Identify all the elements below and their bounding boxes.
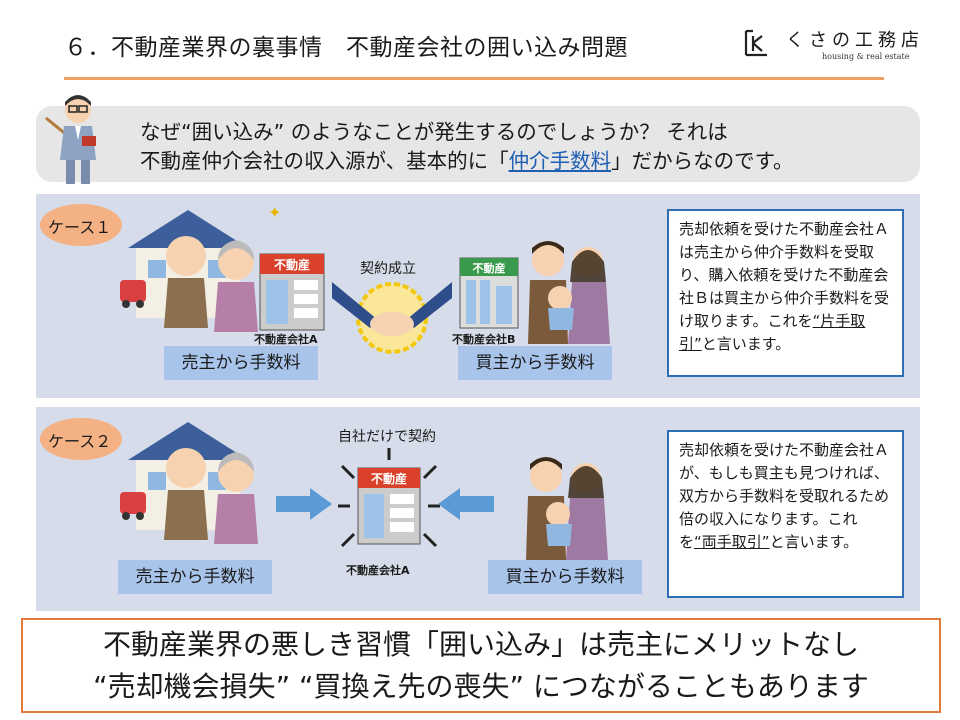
case2-seller-fee: 売主から手数料 xyxy=(118,560,272,594)
case2-seller-house-couple-icon xyxy=(120,422,258,544)
case2-shop-sign: 不動産 xyxy=(371,471,407,486)
case2-desc-term: “両手取引” xyxy=(694,533,770,551)
case2-desc-main: 売却依頼を受けた不動産会社Ａが、もしも買主も見つければ、双方から手数料を受取れる… xyxy=(679,441,890,551)
case2-description: 売却依頼を受けた不動産会社Ａが、もしも買主も見つければ、双方から手数料を受取れる… xyxy=(667,430,904,598)
buyer-family-icon xyxy=(528,241,610,344)
intro-line-1: なぜ“囲い込み” のようなことが発生するのでしょうか？ それは xyxy=(140,120,728,144)
svg-text:✦: ✦ xyxy=(268,208,281,222)
intro-line-2-start: 不動産仲介会社の収入源が、基本的に「 xyxy=(140,149,509,173)
company-logo: くさの工務店 housing & real estate xyxy=(738,24,938,68)
logo-mark-icon xyxy=(744,29,767,57)
case1-contract-label: 契約成立 xyxy=(360,261,416,277)
logo-subtitle: housing & real estate xyxy=(822,52,910,61)
seller-house-couple-icon: ✦ xyxy=(120,208,281,332)
case2-buyer-family-icon xyxy=(526,457,608,560)
intro-line-2: 不動産仲介会社の収入源が、基本的に「仲介手数料」だからなのです。 xyxy=(140,147,794,176)
case2-label: ケース２ xyxy=(40,418,122,460)
conclusion-box: 不動産業界の悪しき習慣「囲い込み」は売主にメリットなし “売却機会損失” “買換… xyxy=(21,618,941,713)
shop-a-sign: 不動産 xyxy=(274,257,310,272)
case1-company-b-label: 不動産会社B xyxy=(452,333,516,346)
handshake-icon xyxy=(332,282,452,354)
case1-desc-term: “片手取引” xyxy=(679,312,866,353)
page-title: ６．不動産業界の裏事情 不動産会社の囲い込み問題 xyxy=(64,35,628,61)
intro-text: なぜ“囲い込み” のようなことが発生するのでしょうか？ それは 不動産仲介会社の… xyxy=(140,118,794,176)
case1-company-a-label: 不動産会社A xyxy=(254,333,318,346)
conclusion-line-1: 不動産業界の悪しき習慣「囲い込み」は売主にメリットなし xyxy=(102,628,859,661)
case1-buyer-fee: 買主から手数料 xyxy=(458,346,612,380)
case1-desc-main: 売却依頼を受けた不動産会社Ａは売主から仲介手数料を受取り、購入依頼を受けた不動産… xyxy=(679,220,890,330)
case1-seller-fee: 売主から手数料 xyxy=(164,346,318,380)
teacher-illustration-icon xyxy=(45,95,96,184)
title-divider xyxy=(64,77,884,80)
case2-desc-end: と言います。 xyxy=(769,533,859,551)
arrow-right-icon xyxy=(276,488,332,520)
case1-label: ケース１ xyxy=(40,204,122,246)
brokerage-fee-link[interactable]: 仲介手数料 xyxy=(508,149,612,173)
intro-bubble xyxy=(36,106,920,182)
shop-b-sign: 不動産 xyxy=(473,261,506,275)
arrow-left-icon xyxy=(438,488,494,520)
intro-line-2-end: 」だからなのです。 xyxy=(611,149,794,173)
case2-contract-label: 自社だけで契約 xyxy=(338,429,436,445)
case1-desc-end: と言います。 xyxy=(701,335,791,353)
case1-description: 売却依頼を受けた不動産会社Ａは売主から仲介手数料を受取り、購入依頼を受けた不動産… xyxy=(667,209,904,377)
case2-shop-building-icon: 不動産 xyxy=(338,448,440,548)
shop-b-building-icon: 不動産 xyxy=(459,257,519,329)
case2-buyer-fee: 買主から手数料 xyxy=(488,560,642,594)
shop-a-building-icon: 不動産 xyxy=(259,253,325,331)
conclusion-line-2: “売却機会損失” “買換え先の喪失” につながることもあります xyxy=(93,670,869,703)
logo-name: くさの工務店 xyxy=(786,30,924,51)
case2-company-a-label: 不動産会社A xyxy=(346,564,410,577)
